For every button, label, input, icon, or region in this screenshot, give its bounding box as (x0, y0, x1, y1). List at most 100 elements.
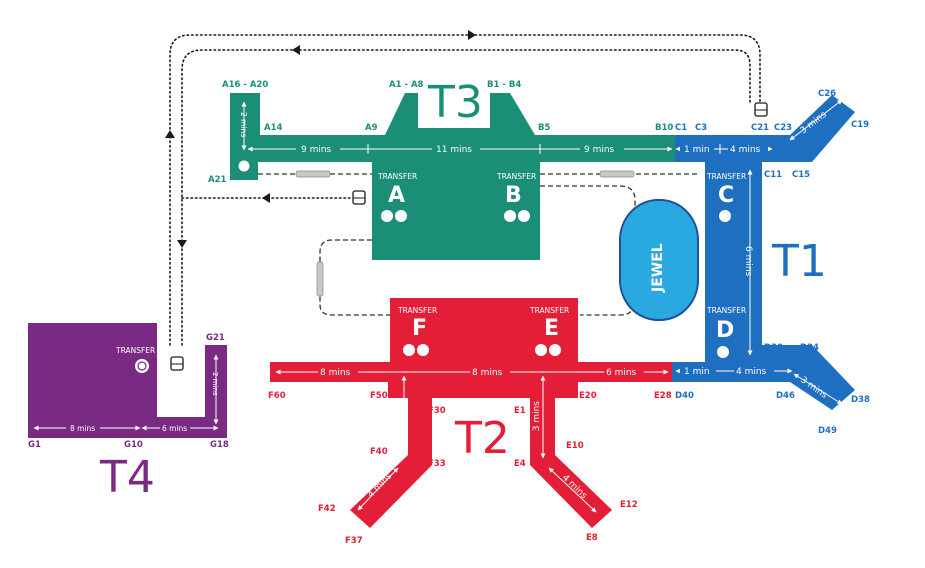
hub-a: A (388, 183, 405, 208)
gate-label: G21 (206, 333, 225, 343)
arrow-down-icon (177, 240, 187, 248)
gate-label: A16 - A20 (222, 80, 268, 90)
baggage-icon (549, 344, 561, 356)
gate-label: D38 (851, 395, 870, 405)
walk-time-g-8: 8 mins (70, 424, 95, 433)
hub-d: D (716, 318, 734, 343)
gate-label: C1 (675, 123, 687, 133)
walk-line-d-diag (793, 373, 843, 405)
walk-time-e-8: 8 mins (472, 368, 503, 378)
gate-label: C3 (695, 123, 707, 133)
gate-label: C19 (851, 120, 869, 130)
gate-label: C23 (774, 123, 792, 133)
transfer-label: TRANSFER (496, 172, 536, 181)
transfer-label: TRANSFER (115, 346, 155, 355)
transfer-icon (504, 210, 516, 222)
transfer-icon (403, 344, 415, 356)
walk-time-f-8: 8 mins (320, 368, 351, 378)
terminal-4-building (28, 323, 227, 438)
transfer-icons (135, 359, 149, 373)
gate-label: D34 (800, 343, 819, 353)
walk-time-t3-11: 11 mins (436, 145, 472, 155)
hub-e: E (544, 316, 559, 341)
gate-label: F42 (318, 504, 336, 514)
transfer-label: TRANSFER (706, 306, 746, 315)
terminal-3-label: T3 (427, 77, 483, 128)
gate-label: A1 - A8 (389, 80, 424, 90)
transfer-label: TRANSFER (706, 172, 746, 181)
walk-time-d-1: 1 min (684, 367, 710, 377)
baggage-icon (395, 210, 407, 222)
baggage-icon (417, 344, 429, 356)
gate-label: B1 - B4 (487, 80, 521, 90)
bus-icon (170, 356, 184, 371)
gate-label: B5 (538, 123, 550, 133)
walk-time-e-3: 3 mins (532, 401, 542, 432)
terminal-1-label: T1 (771, 236, 827, 287)
skytrain-track-t2-west (319, 239, 390, 316)
transfer-icons-b (504, 210, 530, 222)
gate-label: A9 (365, 123, 378, 133)
skytrain-cars (295, 170, 635, 297)
arrow-up-icon (165, 130, 175, 138)
gate-label: G18 (210, 440, 229, 450)
skytrain-car-icon (295, 170, 331, 178)
transfer-label: TRANSFER (397, 306, 437, 315)
gate-label: A14 (264, 123, 282, 133)
gate-label: D46 (776, 391, 795, 401)
gate-label: E4 (514, 459, 526, 469)
terminal-1: T1 TRANSFER C TRANSFER D 1 min 4 mins 3 … (672, 95, 855, 410)
transfer-icons-a (381, 210, 407, 222)
walk-time-g-6: 6 mins (162, 424, 187, 433)
arrow-right-icon (468, 30, 476, 40)
walk-time-e-6: 6 mins (606, 368, 637, 378)
arrow-left-icon (262, 193, 270, 203)
terminal-2-building (270, 298, 672, 528)
terminal-4-label: T4 (99, 452, 155, 503)
gate-label: F50 (370, 391, 388, 401)
gate-labels-t4: G21 G1 G10 G18 (28, 333, 229, 450)
gate-label: F40 (370, 447, 388, 457)
walk-time-t3-9a: 9 mins (301, 145, 332, 155)
gate-label: F60 (268, 391, 286, 401)
hub-f: F (412, 316, 427, 341)
bus-route-outer (169, 34, 761, 346)
gate-label: G1 (28, 440, 41, 450)
transfer-icon (535, 344, 547, 356)
bus-icon (352, 190, 366, 205)
transfer-label: TRANSFER (377, 172, 417, 181)
transfer-icon (238, 160, 250, 172)
transfer-icon (717, 346, 729, 358)
skytrain-car-icon (599, 170, 635, 178)
transfer-icons-e (535, 344, 561, 356)
walk-line-f-diag (357, 467, 399, 511)
transfer-icon-inner (137, 361, 147, 371)
gate-labels-t3: A16 - A20 A1 - A8 B1 - B4 A14 A9 B5 B10 … (208, 80, 673, 185)
jewel-building (619, 199, 699, 321)
walk-line-e-diag (548, 467, 597, 513)
terminal-3: T3 TRANSFER A TRANSFER B 2 mins 9 mins 1… (230, 77, 675, 260)
gate-label: E10 (566, 441, 584, 451)
gate-label: E12 (620, 500, 638, 510)
baggage-icon (518, 210, 530, 222)
terminal-1-building (672, 95, 855, 410)
transfer-icon (135, 359, 149, 373)
terminal-4: T4 TRANSFER 8 mins 6 mins 2 mins (28, 323, 227, 503)
gate-label: C21 (751, 123, 769, 133)
hub-b: B (505, 183, 522, 208)
gate-label: F30 (428, 406, 446, 416)
transfer-icons-f (403, 344, 429, 356)
terminal-2: T2 TRANSFER F TRANSFER E 8 mins 8 mins 6… (270, 298, 672, 528)
gate-label: E20 (579, 391, 597, 401)
jewel: JEWEL (619, 199, 699, 321)
bus-route-inner (181, 49, 751, 346)
walk-time-a-2: 2 mins (239, 112, 248, 137)
gate-label: D40 (675, 391, 694, 401)
bus-icon (754, 102, 768, 117)
gate-label: C26 (818, 89, 836, 99)
terminal-3-building (230, 93, 675, 260)
gate-label: G10 (124, 440, 143, 450)
walk-line-c-diag (789, 99, 843, 141)
walk-time-t1-6: 6 mins (743, 246, 753, 277)
